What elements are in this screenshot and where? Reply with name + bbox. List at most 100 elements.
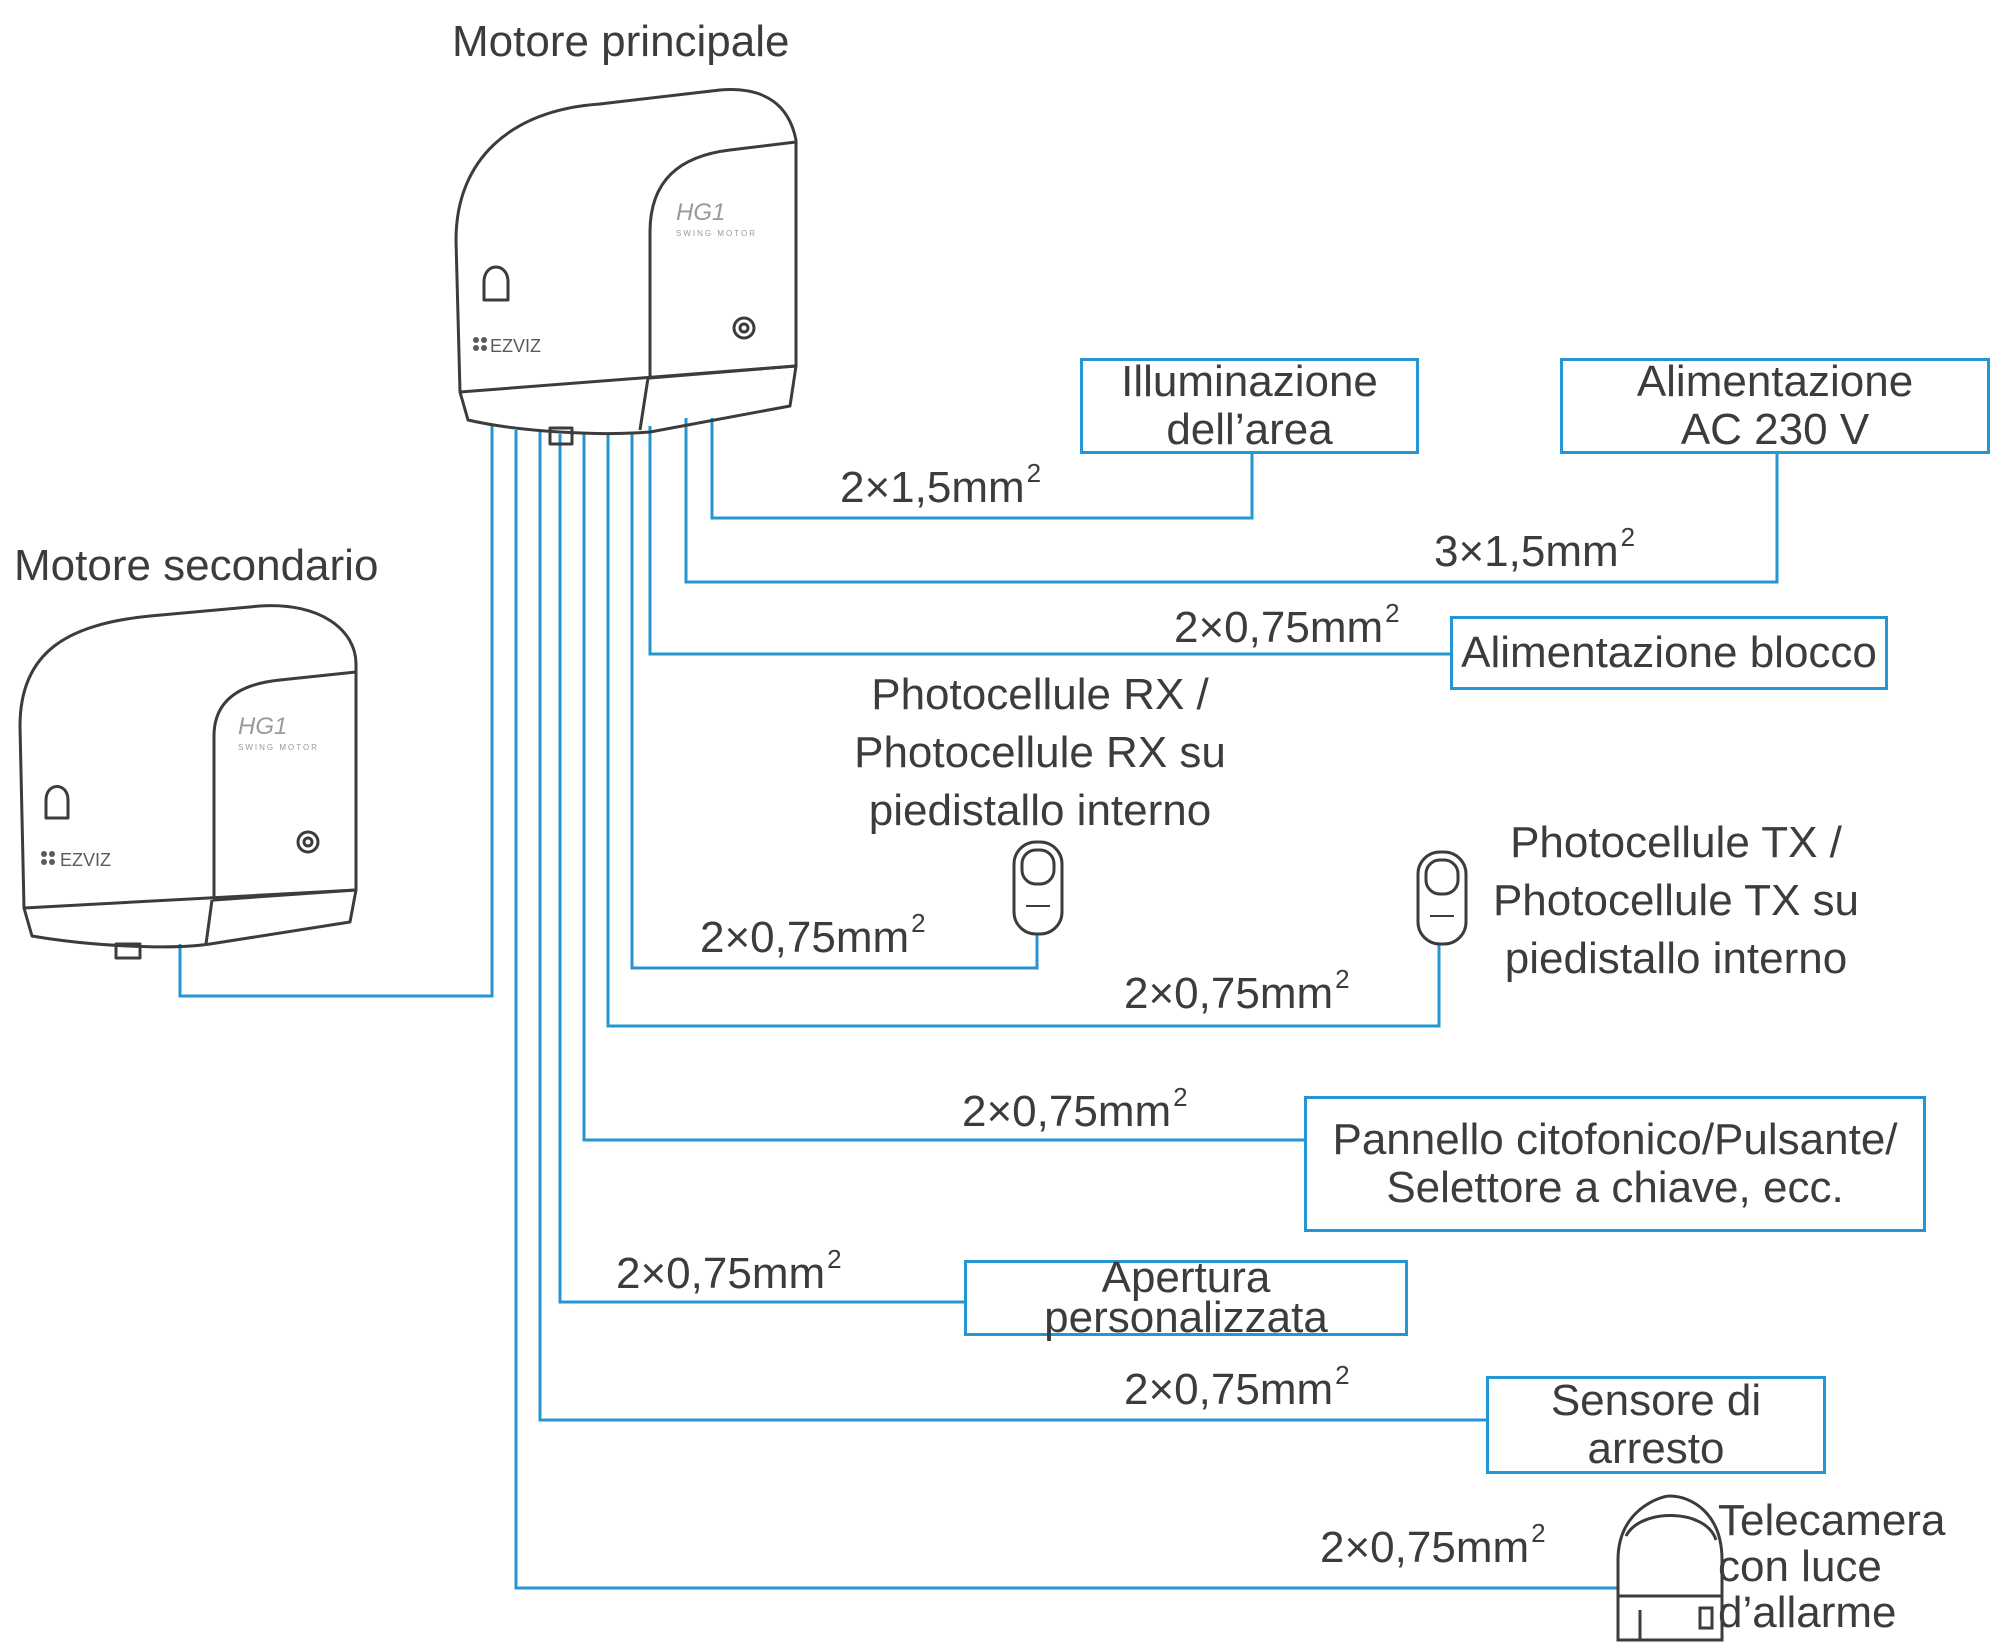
device-box-intercom: Pannello citofonico/Pulsante/ Selettore … <box>1304 1096 1926 1232</box>
device-box-custom: Apertura personalizzata <box>964 1253 1408 1342</box>
main-motor-body <box>454 88 798 394</box>
secondary-motor-screw-icon <box>296 830 320 854</box>
secondary-brand-label: EZVIZ <box>60 850 111 870</box>
cable-label-power: 3×1,5mm2 <box>1434 522 1635 583</box>
cable-label-photocell-rx-unit: mm <box>835 913 910 962</box>
cable-label-photocell-tx-value: 2×0,75 <box>1124 969 1260 1018</box>
cable-label-illumination-value: 2×1,5 <box>840 463 952 512</box>
cable-label-photocell-rx: 2×0,75mm2 <box>700 908 926 969</box>
main-brand-label: EZVIZ <box>490 336 541 356</box>
wires <box>178 418 1779 1590</box>
cable-label-intercom-unit: mm <box>1097 1087 1172 1136</box>
cable-label-intercom-value: 2×0,75 <box>962 1087 1098 1136</box>
cable-label-stop-sup: 2 <box>1335 1360 1350 1390</box>
wire-camera <box>514 430 1620 1590</box>
cable-label-intercom: 2×0,75mm2 <box>962 1082 1188 1143</box>
device-photocell-rx-line-2: Photocellule RX su <box>854 728 1226 777</box>
device-stop-line-1: Sensore di <box>1550 1376 1762 1425</box>
wire-custom <box>558 434 966 1304</box>
wire-intercom <box>582 434 1305 1142</box>
cable-label-custom-sup: 2 <box>827 1244 842 1274</box>
wire-secondary-motor <box>178 426 494 998</box>
cable-label-power-unit: mm <box>1545 527 1619 576</box>
secondary-motor <box>18 604 358 960</box>
main-motor-base <box>458 365 798 435</box>
device-illumination-line-1: Illuminazione <box>1121 357 1378 406</box>
secondary-motor-gland <box>114 942 142 960</box>
main-motor-screw-icon <box>732 316 756 340</box>
cable-label-illumination: 2×1,5mm2 <box>840 458 1041 519</box>
cable-label-power-sup: 2 <box>1620 522 1636 552</box>
wire-photocell-rx <box>630 432 1039 970</box>
device-box-power: Alimentazione AC 230 V <box>1560 358 1990 454</box>
cable-label-camera-value: 2×0,75 <box>1320 1523 1456 1572</box>
secondary-brand-logo-icon <box>41 851 55 865</box>
main-motor-title: Motore principale <box>452 17 790 66</box>
device-illumination-line-2: dell’area <box>1166 405 1333 454</box>
device-photocell-rx-line-1: Photocellule RX / <box>871 670 1209 719</box>
device-camera-line-2: con luce <box>1718 1542 1882 1591</box>
device-stop-line-2: arresto <box>1587 1424 1725 1473</box>
device-photocell-rx-line-3: piedistallo interno <box>868 786 1212 835</box>
device-intercom-line-1: Pannello citofonico/Pulsante/ <box>1332 1115 1898 1164</box>
secondary-model-label: HG1 <box>238 713 287 740</box>
main-motor <box>454 88 798 446</box>
wire-illumination <box>710 418 1254 520</box>
secondary-motor-title: Motore secondario <box>14 541 379 590</box>
device-power-line-1: Alimentazione <box>1636 357 1914 406</box>
device-camera-line-1: Telecamera <box>1718 1496 1946 1545</box>
wire-stop <box>538 432 1487 1422</box>
photocell-rx-icon <box>1012 840 1064 936</box>
main-model-label: HG1 <box>676 199 725 226</box>
cable-label-stop: 2×0,75mm2 <box>1124 1360 1350 1421</box>
device-box-stop: Sensore di arresto <box>1486 1376 1826 1474</box>
cable-label-photocell-tx-unit: mm <box>1259 969 1334 1018</box>
cable-label-custom-value: 2×0,75 <box>616 1249 752 1298</box>
cable-label-lock-unit: mm <box>1309 603 1384 652</box>
cable-label-stop-value: 2×0,75 <box>1124 1365 1260 1414</box>
device-box-lock: Alimentazione blocco <box>1450 616 1888 690</box>
cable-label-intercom-sup: 2 <box>1173 1082 1188 1112</box>
device-lock-line-1: Alimentazione blocco <box>1461 628 1877 677</box>
device-intercom-line-2: Selettore a chiave, ecc. <box>1386 1163 1844 1212</box>
cable-label-camera-sup: 2 <box>1531 1518 1546 1548</box>
cable-label-photocell-tx: 2×0,75mm2 <box>1124 964 1350 1025</box>
device-photocell-tx-line-2: Photocellule TX su <box>1492 876 1860 925</box>
cable-label-camera: 2×0,75mm2 <box>1320 1518 1546 1579</box>
cable-label-camera-unit: mm <box>1455 1523 1530 1572</box>
device-photocell-tx-line-3: piedistallo interno <box>1504 934 1848 983</box>
cable-label-lock: 2×0,75mm2 <box>1174 598 1400 659</box>
main-motor-gland <box>548 426 574 446</box>
cable-label-stop-unit: mm <box>1259 1365 1334 1414</box>
main-motor-key-icon <box>482 265 510 302</box>
cable-label-lock-sup: 2 <box>1385 598 1400 628</box>
cable-label-lock-value: 2×0,75 <box>1174 603 1310 652</box>
cable-label-photocell-rx-sup: 2 <box>911 908 926 938</box>
device-label-camera: Telecamera con luce d’allarme <box>1718 1498 1945 1636</box>
cable-label-custom: 2×0,75mm2 <box>616 1244 842 1305</box>
secondary-motor-key-icon <box>44 785 70 820</box>
device-label-photocell-rx: Photocellule RX / Photocellule RX su pie… <box>800 666 1280 840</box>
main-model-sub-label: SWING MOTOR <box>676 229 757 238</box>
device-custom-line-1: Apertura <box>1101 1253 1271 1302</box>
wire-photocell-tx <box>606 434 1441 1028</box>
wire-power <box>684 418 1779 584</box>
cable-label-photocell-rx-value: 2×0,75 <box>700 913 836 962</box>
wire-lock <box>648 426 1452 656</box>
device-power-line-2: AC 230 V <box>1680 405 1870 454</box>
device-custom-line-2: personalizzata <box>1044 1293 1328 1342</box>
cable-label-custom-unit: mm <box>751 1249 826 1298</box>
secondary-motor-side-panel <box>212 670 358 902</box>
camera-icon <box>1616 1494 1724 1642</box>
cable-label-illumination-sup: 2 <box>1026 458 1042 488</box>
main-motor-side-panel <box>648 140 798 380</box>
cable-label-illumination-unit: mm <box>951 463 1025 512</box>
device-camera-line-3: d’allarme <box>1718 1588 1897 1637</box>
device-photocell-tx-line-1: Photocellule TX / <box>1510 818 1842 867</box>
cable-label-photocell-tx-sup: 2 <box>1335 964 1350 994</box>
cable-label-power-value: 3×1,5 <box>1434 527 1546 576</box>
secondary-motor-base <box>22 889 358 949</box>
device-box-illumination: Illuminazione dell’area <box>1080 358 1419 454</box>
